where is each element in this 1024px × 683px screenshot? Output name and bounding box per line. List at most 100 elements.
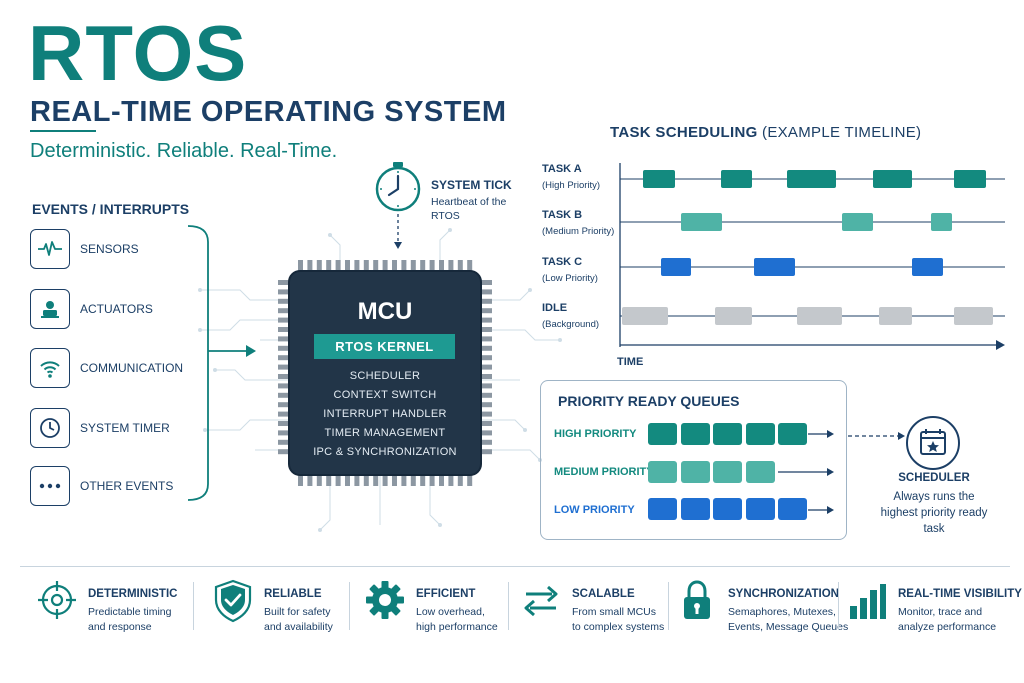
mcu-pin [278,355,290,361]
feature-separator [508,582,509,630]
mcu-pins [278,260,492,486]
mcu-pin [278,327,290,332]
mcu-pin [480,439,492,445]
queue-label-low: LOW PRIORITY [554,504,635,516]
mcu-pin [316,474,322,486]
mcu-pin [278,374,290,379]
mcu-pin [457,260,463,272]
mcu-pin [278,336,290,342]
task-a-slice [787,170,836,188]
timeline-title: TASK SCHEDULING (EXAMPLE TIMELINE) [610,124,922,141]
feature-synchronization: SYNCHRONIZATION Semaphores, Mutexes,Even… [676,578,849,638]
mcu-pin [278,421,290,426]
queue-arrows [778,430,905,514]
footer-divider [20,566,1010,567]
mcu-pin [354,260,360,272]
target-icon [38,581,76,619]
mcu-pin [335,260,341,272]
task-c-priority: (Low Priority) [542,273,598,284]
mcu-pin [278,345,290,351]
mcu-pin [382,260,388,272]
mcu-pin [429,260,435,272]
rtos-kernel-label: RTOS KERNEL [314,334,455,359]
mcu-pin [480,298,492,304]
mcu-pin [307,260,313,272]
task-a-priority: (High Priority) [542,180,601,191]
queue-label-high: HIGH PRIORITY [554,428,637,440]
event-item-other-events: OTHER EVENTS [30,466,210,508]
mcu-pin [278,383,290,389]
ready-queues-title: PRIORITY READY QUEUES [558,393,740,409]
mcu-function-ipc-sync: IPC & SYNCHRONIZATION [313,446,457,458]
mcu-pin [298,474,303,486]
mcu-pin [467,260,473,272]
event-label: COMMUNICATION [80,361,184,375]
mcu-chip [288,270,482,476]
feature-title: SYNCHRONIZATION [728,588,839,600]
idle-slice [954,307,993,325]
queue-low-task [680,498,710,520]
mcu-pin [480,355,492,361]
mcu-pin [480,317,492,323]
mcu-pin [480,374,492,379]
mcu-pin [448,260,454,272]
ready-queues-panel [540,380,847,540]
feature-description: Semaphores, Mutexes,Events, Message Queu… [728,606,849,633]
mcu-pin [439,260,444,272]
timeline-axis-label: TIME [617,356,644,368]
event-item-actuators: ACTUATORS [30,289,210,331]
feature-separator [668,582,669,630]
feature-separator [838,582,839,630]
lock-icon [684,580,710,619]
queue-label-medium: MEDIUM PRIORITY [554,466,654,478]
feature-description: Low overhead,high performance [416,606,498,633]
feature-title: DETERMINISTIC [88,588,178,600]
mcu-pin [278,364,290,370]
event-label: SENSORS [80,242,139,256]
task-b-slice [842,213,873,231]
mcu-pin [316,260,322,272]
task-c-name: TASK C [542,256,583,268]
queue-high-task [778,423,807,445]
mcu-pin [480,449,492,455]
mcu-pin [480,345,492,351]
mcu-pin [278,317,290,323]
feature-separator [193,582,194,630]
feature-efficient: EFFICIENT Low overhead,high performance [364,578,509,638]
queue-low-task [745,498,775,520]
events-title: EVENTS / INTERRUPTS [32,201,190,217]
mcu-function-interrupt-handler: INTERRUPT HANDLER [323,408,447,420]
feature-title: SCALABLE [572,588,635,600]
mcu-title: MCU [357,298,413,325]
mcu-pin [363,260,369,272]
queue-high-task [648,423,677,445]
mcu-pin [401,260,407,272]
queue-medium-task [680,461,710,483]
mcu-pin [354,474,360,486]
mcu-pin [382,474,388,486]
mcu-function-timer-management: TIMER MANAGEMENT [324,427,446,439]
event-label: OTHER EVENTS [80,479,174,493]
mcu-pin [278,289,290,295]
mcu-pin [278,449,290,455]
mcu-pin [480,280,492,285]
mcu-pin [373,474,379,486]
mcu-pin [429,474,435,486]
mcu-pin [457,474,463,486]
feature-separator [349,582,350,630]
task-c-slice [912,258,943,276]
task-a-slice [643,170,675,188]
stopwatch-icon [375,162,421,249]
gear-icon [366,581,404,619]
task-c-slice [661,258,691,276]
system-tick-description: Heartbeat of the RTOS [431,196,507,222]
mcu-pin [278,392,290,398]
mcu-pin [278,308,290,314]
queue-low-task [778,498,807,520]
mcu-pin [278,439,290,445]
mcu-pin [363,474,369,486]
